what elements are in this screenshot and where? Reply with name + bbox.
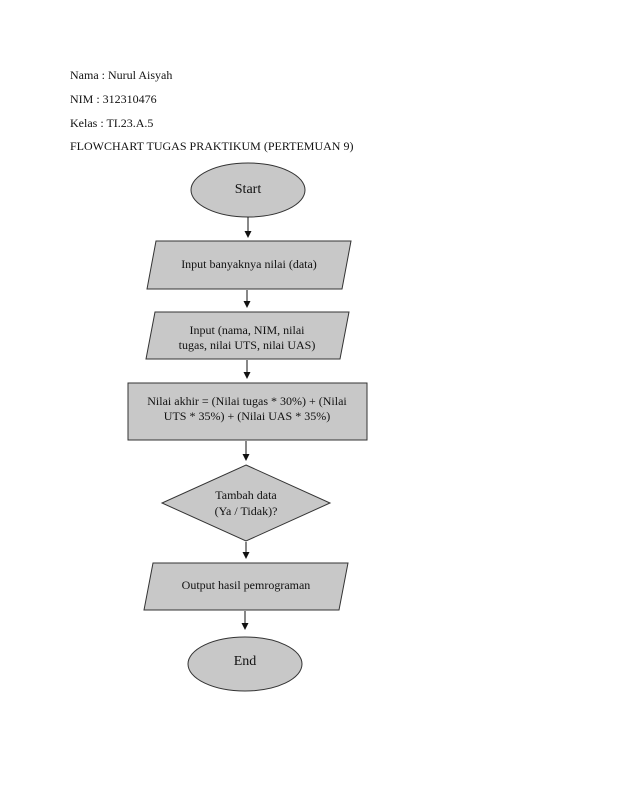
process-label-line-2: UTS * 35%) + (Nilai UAS * 35%) [164,409,330,423]
end-ellipse [187,636,303,692]
process-label-line-1: Nilai akhir = (Nilai tugas * 30%) + (Nil… [147,394,347,408]
arrow-start-to-input-count [244,217,252,238]
document-title: FLOWCHART TUGAS PRAKTIKUM (PERTEMUAN 9) [70,139,354,153]
process-rectangle [127,382,368,441]
end-node: End [187,636,303,692]
decision-diamond [160,464,332,542]
input-data-label-line-1: Input (nama, NIM, nilai [190,323,306,337]
arrow-output-to-end [241,611,249,630]
input-count-label: Input banyaknya nilai (data) [181,257,317,271]
decision-node: Tambah data (Ya / Tidak)? [160,464,332,542]
decision-label-line-1: Tambah data [215,488,277,502]
arrow-input-count-to-input-data [243,290,251,308]
output-label: Output hasil pemrograman [182,578,311,592]
arrow-process-to-decision [242,441,250,461]
input-data-label-line-2: tugas, nilai UTS, nilai UAS) [179,338,316,352]
input-count-parallelogram [146,240,352,290]
process-node: Nilai akhir = (Nilai tugas * 30%) + (Nil… [127,382,368,441]
student-nim: NIM : 312310476 [70,92,157,106]
start-node: Start [190,162,306,218]
student-name: Nama : Nurul Aisyah [70,68,173,82]
arrow-input-data-to-process [243,360,251,379]
output-parallelogram [143,562,349,611]
input-data-node: Input (nama, NIM, nilai tugas, nilai UTS… [145,311,350,360]
output-node: Output hasil pemrograman [143,562,349,611]
student-class: Kelas : TI.23.A.5 [70,116,154,130]
decision-label-line-2: (Ya / Tidak)? [215,504,278,518]
input-count-node: Input banyaknya nilai (data) [146,240,352,290]
end-label: End [234,654,257,669]
arrow-decision-to-output [242,542,250,559]
start-label: Start [235,182,262,197]
input-data-parallelogram [145,311,350,360]
